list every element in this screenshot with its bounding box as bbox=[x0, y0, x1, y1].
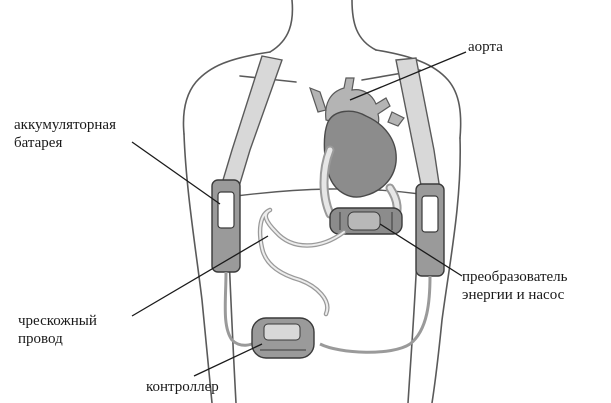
harness-strap-left bbox=[220, 56, 282, 190]
label-driveline: чрескожный провод bbox=[18, 312, 97, 348]
label-pump-line2: энергии и насос bbox=[462, 286, 568, 304]
pump-device bbox=[330, 208, 402, 234]
label-battery: аккумуляторная батарея bbox=[14, 116, 116, 152]
battery-left bbox=[212, 180, 240, 272]
label-battery-line1: аккумуляторная bbox=[14, 116, 116, 134]
label-battery-line2: батарея bbox=[14, 134, 116, 152]
label-pump-line1: преобразователь bbox=[462, 268, 568, 286]
label-controller: контроллер bbox=[146, 378, 219, 396]
label-pump: преобразователь энергии и насос bbox=[462, 268, 568, 304]
label-aorta: аорта bbox=[468, 38, 503, 56]
controller-device bbox=[252, 318, 314, 358]
heart-icon bbox=[324, 111, 396, 197]
label-driveline-line2: провод bbox=[18, 330, 97, 348]
label-driveline-line1: чрескожный bbox=[18, 312, 97, 330]
